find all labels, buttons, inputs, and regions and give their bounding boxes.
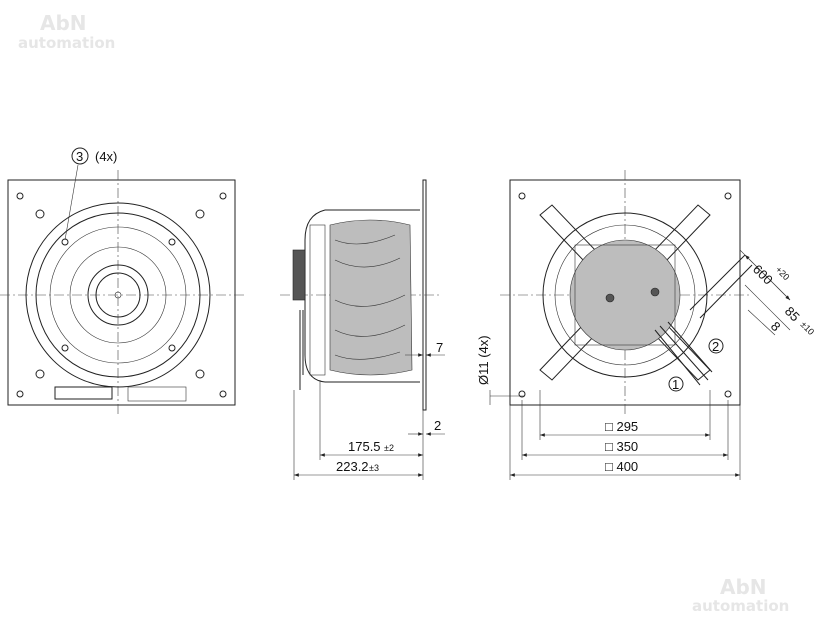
svg-text:AbN: AbN (720, 575, 767, 599)
side-view: 7 2 175.5 ±2 223.2 ±3 (280, 179, 445, 480)
svg-text:□ 400: □ 400 (605, 459, 638, 474)
label-plate (54, 386, 113, 400)
callout-3-circle (71, 147, 89, 165)
svg-text:7: 7 (436, 340, 443, 355)
svg-text:□ 350: □ 350 (605, 439, 638, 454)
svg-text:3: 3 (76, 149, 83, 164)
callout-2-circle (708, 338, 724, 354)
svg-text:(4x): (4x) (95, 149, 117, 164)
svg-text:8: 8 (768, 319, 784, 335)
svg-text:175.5: 175.5 (348, 439, 381, 454)
svg-text:□ 295: □ 295 (605, 419, 638, 434)
svg-text:1: 1 (672, 377, 679, 392)
warning-label (127, 386, 187, 402)
svg-text:automation: automation (18, 34, 115, 52)
svg-text:85: 85 (782, 304, 803, 325)
svg-text:±2: ±2 (384, 443, 394, 453)
watermark-top-left: AbN automation (18, 11, 115, 52)
svg-text:223.2: 223.2 (336, 459, 369, 474)
svg-text:AbN: AbN (40, 11, 87, 35)
rear-view: 600 +20 85 ±10 8 1 2 Ø11 (4x) □ 295 □ 35… (476, 170, 816, 480)
svg-text:2: 2 (712, 339, 719, 354)
watermark-bottom-right: AbN automation (692, 575, 789, 615)
svg-text:±10: ±10 (799, 319, 816, 337)
callout-1-circle (668, 376, 684, 392)
svg-text:Ø11 (4x): Ø11 (4x) (476, 335, 491, 385)
svg-text:±3: ±3 (369, 463, 379, 473)
svg-text:600: 600 (750, 262, 776, 288)
svg-text:2: 2 (434, 418, 441, 433)
svg-text:automation: automation (692, 597, 789, 615)
front-view: 3 (4x) (0, 147, 245, 415)
svg-text:+20: +20 (774, 264, 792, 282)
